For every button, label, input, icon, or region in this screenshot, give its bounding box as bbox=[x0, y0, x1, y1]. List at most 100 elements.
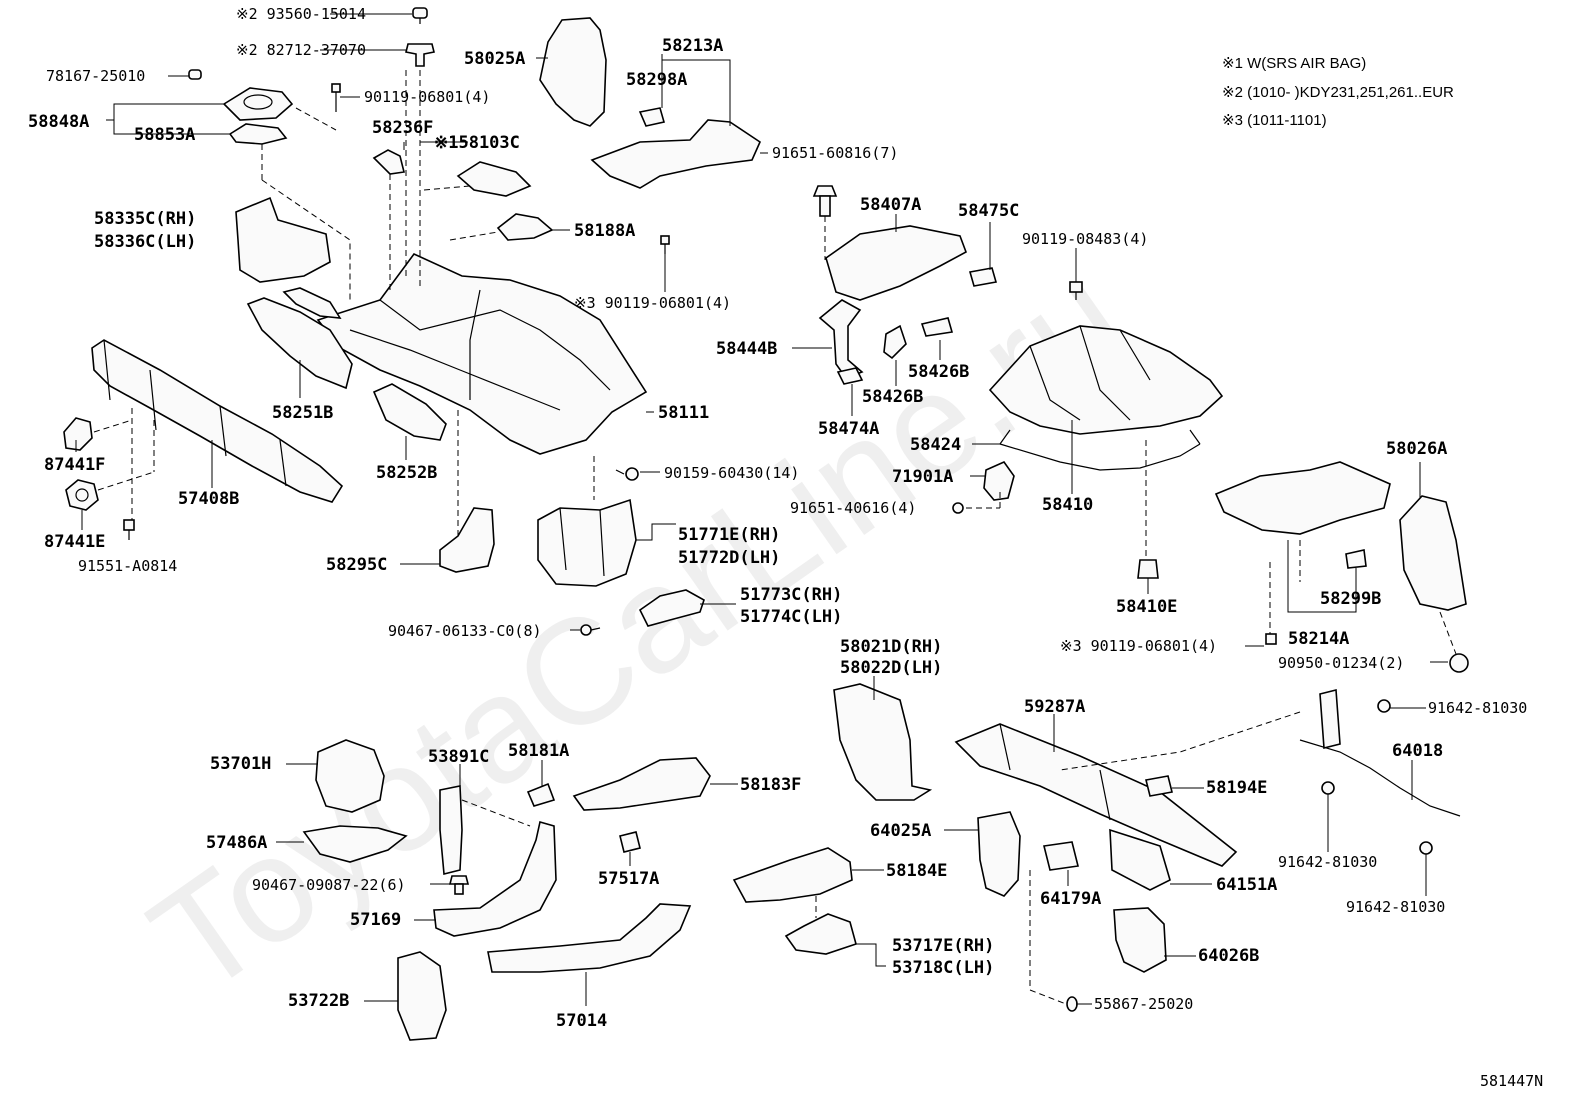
label-51771E: 51771E(RH) bbox=[678, 525, 780, 545]
part-57486A[interactable] bbox=[302, 825, 408, 863]
label-93560: ※2 93560-15014 bbox=[236, 5, 366, 23]
part-58183F[interactable] bbox=[572, 757, 711, 811]
part-53717E[interactable] bbox=[784, 913, 857, 955]
part-58426B-b[interactable] bbox=[883, 324, 907, 360]
part-53701H[interactable] bbox=[315, 739, 385, 813]
note-3: ※3 (1011-1101) bbox=[1222, 112, 1327, 129]
label-58410: 58410 bbox=[1042, 495, 1093, 515]
label-58474A: 58474A bbox=[818, 419, 879, 439]
part-58444B[interactable] bbox=[818, 299, 864, 379]
part-58194E[interactable] bbox=[1145, 775, 1173, 797]
plug-78167[interactable] bbox=[188, 69, 202, 80]
label-53701H: 53701H bbox=[210, 754, 271, 774]
part-58853A[interactable] bbox=[228, 123, 288, 145]
label-58213A: 58213A bbox=[662, 36, 723, 56]
label-59287A: 59287A bbox=[1024, 697, 1085, 717]
note-2: ※2 (1010- )KDY231,251,261..EUR bbox=[1222, 84, 1454, 101]
part-58299B[interactable] bbox=[1345, 549, 1367, 569]
label-53717E: 53717E(RH) bbox=[892, 936, 994, 956]
part-58184E[interactable] bbox=[732, 847, 853, 903]
part-58410E[interactable] bbox=[1137, 559, 1159, 579]
part-58426B-a[interactable] bbox=[920, 317, 954, 337]
part-64025A[interactable] bbox=[977, 811, 1021, 897]
part-53891C[interactable] bbox=[439, 785, 463, 876]
part-57169[interactable] bbox=[433, 820, 557, 937]
part-58213A[interactable] bbox=[590, 119, 762, 189]
label-57408B: 57408B bbox=[178, 489, 239, 509]
bolt-93560[interactable] bbox=[412, 7, 428, 24]
part-64018[interactable] bbox=[1299, 739, 1461, 817]
part-57408B[interactable] bbox=[91, 339, 344, 503]
part-51773C[interactable] bbox=[638, 589, 705, 627]
part-58214A[interactable] bbox=[1214, 461, 1391, 535]
part-58188A[interactable] bbox=[496, 213, 554, 241]
part-59287A[interactable] bbox=[954, 723, 1238, 867]
part-51771E[interactable] bbox=[537, 498, 637, 587]
label-58025A: 58025A bbox=[464, 49, 525, 69]
watermark: ToyotaCarLine.ru bbox=[122, 233, 1154, 1026]
label-91642-b: 91642-81030 bbox=[1278, 853, 1377, 871]
part-87441F[interactable] bbox=[63, 417, 93, 451]
part-57517A[interactable] bbox=[619, 831, 641, 853]
part-58021D[interactable] bbox=[833, 683, 933, 801]
part-58848A[interactable] bbox=[222, 87, 294, 121]
part-57014[interactable] bbox=[487, 903, 692, 973]
label-58251B: 58251B bbox=[272, 403, 333, 423]
part-58251B[interactable] bbox=[246, 297, 353, 390]
bolt-90119-b[interactable] bbox=[660, 235, 670, 254]
label-87441E: 87441E bbox=[44, 532, 105, 552]
bolt-91642-c[interactable] bbox=[1419, 841, 1433, 855]
part-58252B[interactable] bbox=[372, 383, 447, 441]
part-58474A[interactable] bbox=[836, 367, 864, 385]
part-58295C[interactable] bbox=[439, 507, 495, 573]
clip-82712[interactable] bbox=[405, 43, 435, 67]
bolt-91642-a[interactable] bbox=[1377, 699, 1391, 713]
part-64151A[interactable] bbox=[1109, 828, 1171, 891]
part-71901A[interactable] bbox=[983, 461, 1015, 501]
label-90119-d: ※3 90119-06801(4) bbox=[1060, 637, 1217, 655]
part-87441E[interactable] bbox=[65, 479, 99, 511]
label-58848A: 58848A bbox=[28, 112, 89, 132]
part-58236F[interactable] bbox=[372, 149, 405, 175]
label-58336C: 58336C(LH) bbox=[94, 232, 196, 252]
label-58407A: 58407A bbox=[860, 195, 921, 215]
label-58295C: 58295C bbox=[326, 555, 387, 575]
label-51772D: 51772D(LH) bbox=[678, 548, 780, 568]
part-58181A[interactable] bbox=[526, 782, 556, 807]
leader-lines bbox=[75, 13, 1448, 1006]
bolt-90119-a[interactable] bbox=[331, 83, 341, 112]
bolt-90467-b[interactable] bbox=[448, 875, 470, 895]
label-58021D: 58021D(RH) bbox=[840, 637, 942, 657]
bolt-91651-60816[interactable] bbox=[812, 185, 838, 217]
label-90119-b: ※3 90119-06801(4) bbox=[574, 294, 731, 312]
label-58444B: 58444B bbox=[716, 339, 777, 359]
bolt-91642-b[interactable] bbox=[1321, 781, 1335, 795]
bolt-90119-d[interactable] bbox=[1265, 633, 1277, 645]
part-58335C[interactable] bbox=[235, 196, 331, 283]
part-53722B[interactable] bbox=[397, 951, 447, 1041]
part-58025A[interactable] bbox=[539, 17, 607, 127]
part-58407A[interactable] bbox=[825, 225, 967, 301]
label-58022D: 58022D(LH) bbox=[840, 658, 942, 678]
part-158103C[interactable] bbox=[456, 161, 532, 197]
label-53722B: 53722B bbox=[288, 991, 349, 1011]
part-58111[interactable] bbox=[316, 253, 648, 455]
part-58298A[interactable] bbox=[638, 107, 666, 127]
label-58181A: 58181A bbox=[508, 741, 569, 761]
bolt-90159[interactable] bbox=[615, 467, 639, 481]
part-58026A[interactable] bbox=[1399, 495, 1467, 611]
label-58194E: 58194E bbox=[1206, 778, 1267, 798]
part-64179A[interactable] bbox=[1043, 841, 1079, 871]
part-58424[interactable] bbox=[999, 429, 1201, 471]
label-58335C: 58335C(RH) bbox=[94, 209, 196, 229]
label-58410E: 58410E bbox=[1116, 597, 1177, 617]
part-64026B[interactable] bbox=[1113, 907, 1167, 973]
bolt-91651-40616[interactable] bbox=[952, 502, 964, 514]
bolt-90467-a[interactable] bbox=[580, 624, 601, 636]
label-90119-a: 90119-06801(4) bbox=[364, 88, 490, 106]
bolt-91551[interactable] bbox=[123, 519, 135, 540]
part-55867[interactable] bbox=[1066, 996, 1078, 1012]
grommet-90950[interactable] bbox=[1449, 653, 1469, 673]
part-58410[interactable] bbox=[988, 325, 1224, 435]
part-58475C[interactable] bbox=[968, 267, 998, 287]
